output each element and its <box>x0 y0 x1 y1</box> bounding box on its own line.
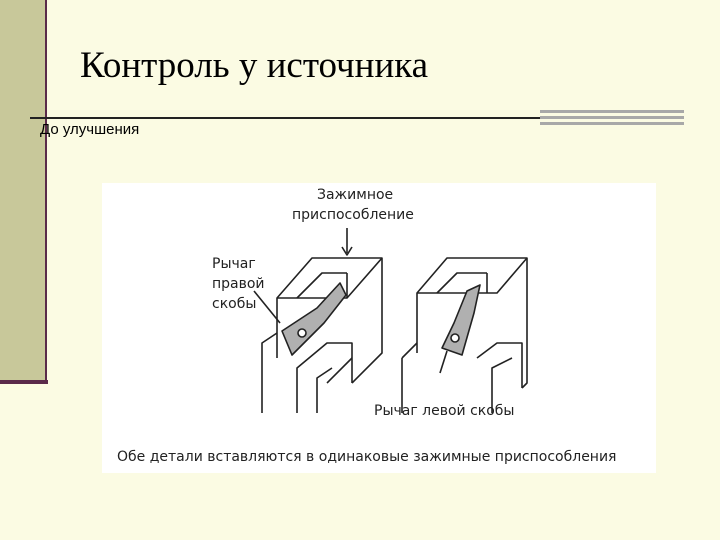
title-rule-decor <box>540 110 684 126</box>
label-left-lever: Рычаг левой скобы <box>374 403 515 419</box>
label-right-lever-2: правой <box>212 276 265 292</box>
slide-subtitle: До улучшения <box>40 121 140 138</box>
right-lever-shape <box>281 282 347 356</box>
left-decor-edge <box>45 0 47 384</box>
fixture-right-outline <box>416 257 528 353</box>
right-lever-leader <box>253 290 281 324</box>
left-decor-baseline <box>0 380 48 384</box>
label-fixture-2: приспособление <box>292 207 414 223</box>
label-right-lever-1: Рычаг <box>212 256 256 272</box>
label-right-lever-3: скобы <box>212 296 256 312</box>
slide-title: Контроль у источника <box>80 45 429 86</box>
figure-caption: Обе детали вставляются в одинаковые зажи… <box>117 449 616 465</box>
left-lever-leader <box>439 350 448 374</box>
title-rule <box>30 117 540 119</box>
left-lever-shape <box>441 284 481 356</box>
fixture-drawing: Зажимное приспособление Рычаг правой ско… <box>117 187 616 465</box>
fixture-left-outline <box>276 257 383 358</box>
left-decor-bar <box>0 0 46 382</box>
fixture-illustration: Зажимное приспособление Рычаг правой ско… <box>102 183 656 473</box>
label-fixture-1: Зажимное <box>317 187 393 203</box>
